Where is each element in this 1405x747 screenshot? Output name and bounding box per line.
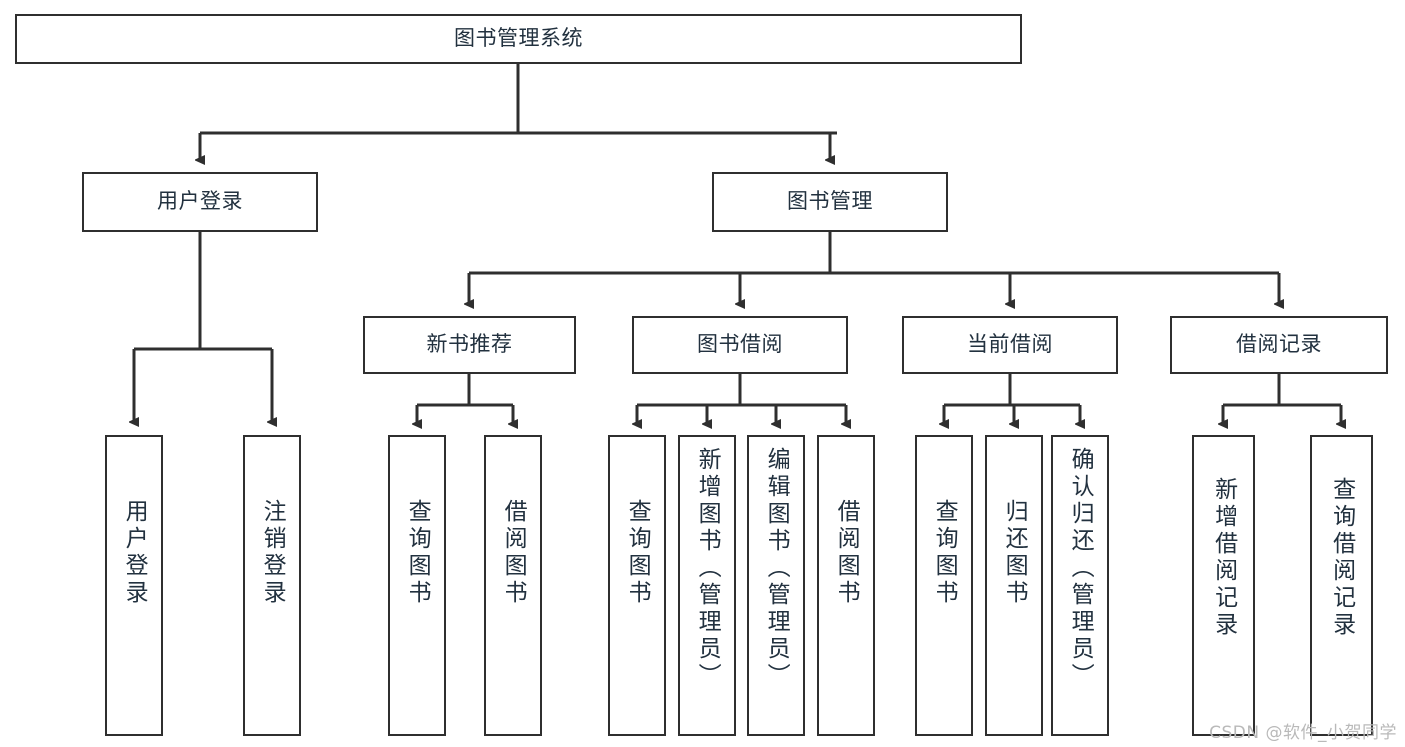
node-leaf-edit-book-admin[interactable]: 编辑图书（管理员） [747, 435, 805, 736]
node-leaf-user-login[interactable]: 用户登录 [105, 435, 163, 736]
node-borrow-record[interactable]: 借阅记录 [1170, 316, 1388, 374]
connector-root-to-level2 [200, 64, 837, 160]
node-leaf-return-book[interactable]: 归还图书 [985, 435, 1043, 736]
connector-borrow-record-to-leaves [1223, 374, 1341, 424]
node-label: 新增图书（管理员） [694, 447, 721, 690]
node-label: 编辑图书（管理员） [763, 447, 790, 690]
node-label: 当前借阅 [967, 332, 1053, 357]
node-leaf-logout[interactable]: 注销登录 [243, 435, 301, 736]
node-leaf-query-book-recommend[interactable]: 查询图书 [388, 435, 446, 736]
node-leaf-add-borrow-record[interactable]: 新增借阅记录 [1192, 435, 1255, 736]
node-label: 借阅记录 [1236, 332, 1322, 357]
node-root-system[interactable]: 图书管理系统 [15, 14, 1022, 64]
node-label: 查询图书 [404, 499, 431, 607]
connector-book-borrow-to-leaves [637, 374, 846, 424]
node-leaf-query-borrow-record[interactable]: 查询借阅记录 [1310, 435, 1373, 736]
connector-current-borrow-to-leaves [944, 374, 1080, 424]
watermark-text: CSDN @软件_小贺同学 [1209, 723, 1397, 743]
connector-user-login-to-leaves [134, 232, 272, 422]
node-label: 图书借阅 [697, 332, 783, 357]
node-label: 图书管理系统 [454, 26, 583, 51]
node-label: 归还图书 [1001, 499, 1028, 607]
node-label: 查询图书 [624, 499, 651, 607]
node-new-book-recommend[interactable]: 新书推荐 [363, 316, 576, 374]
node-leaf-query-book-current[interactable]: 查询图书 [915, 435, 973, 736]
connector-new-book-rec-to-leaves [417, 374, 513, 424]
node-label: 查询借阅记录 [1328, 477, 1355, 639]
node-leaf-borrow-book[interactable]: 借阅图书 [817, 435, 875, 736]
node-label: 图书管理 [787, 189, 873, 214]
node-label: 新增借阅记录 [1210, 477, 1237, 639]
node-current-borrow[interactable]: 当前借阅 [902, 316, 1118, 374]
node-leaf-add-book-admin[interactable]: 新增图书（管理员） [678, 435, 736, 736]
node-leaf-borrow-book-recommend[interactable]: 借阅图书 [484, 435, 542, 736]
node-label: 新书推荐 [426, 332, 513, 357]
node-label: 用户登录 [157, 189, 243, 214]
node-label: 借阅图书 [833, 499, 860, 607]
node-label: 借阅图书 [500, 499, 527, 607]
connector-book-manage-to-level3 [469, 232, 1279, 304]
node-label: 查询图书 [931, 499, 958, 607]
node-leaf-query-book-borrow[interactable]: 查询图书 [608, 435, 666, 736]
node-book-manage[interactable]: 图书管理 [712, 172, 948, 232]
node-book-borrow[interactable]: 图书借阅 [632, 316, 848, 374]
node-label: 确认归还（管理员） [1067, 447, 1094, 690]
node-user-login[interactable]: 用户登录 [82, 172, 318, 232]
node-label: 用户登录 [121, 499, 148, 607]
node-label: 注销登录 [259, 499, 286, 607]
node-leaf-confirm-return-admin[interactable]: 确认归还（管理员） [1051, 435, 1109, 736]
